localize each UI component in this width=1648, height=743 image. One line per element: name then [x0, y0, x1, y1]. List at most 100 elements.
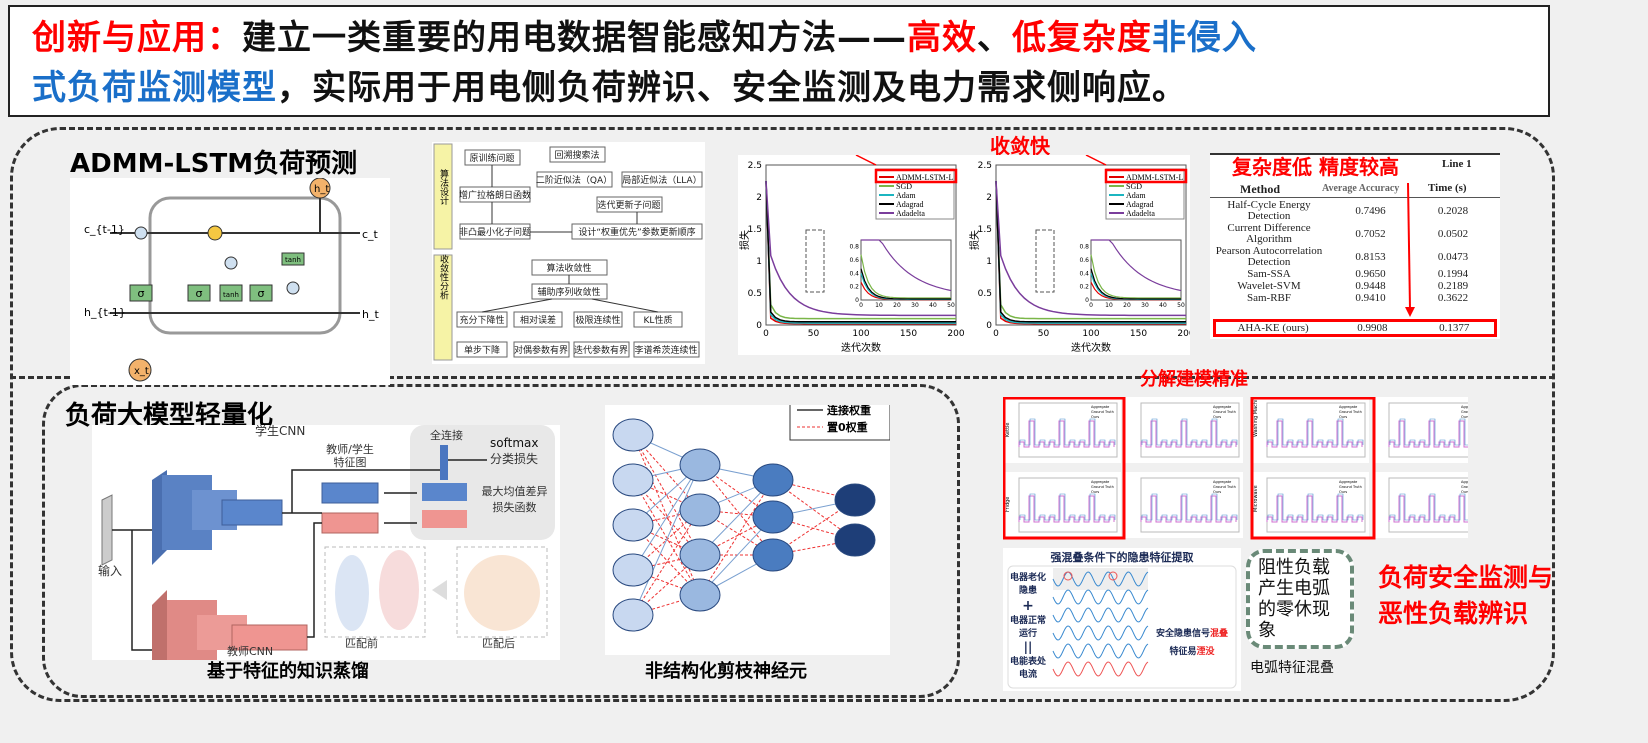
- ground-truth-line: [1388, 420, 1468, 448]
- cls-loss-label: 分类损失: [490, 451, 538, 466]
- series-line-Adagrad: [995, 180, 1186, 323]
- connection: [699, 464, 774, 556]
- nilm-legend-entry: Aggregate: [1461, 480, 1468, 484]
- h-label: h_t: [362, 308, 379, 321]
- neuron: [679, 578, 721, 612]
- flow-node: 单步下降: [464, 344, 500, 356]
- flow-node: 充分下降性: [459, 314, 504, 326]
- before-label: 匹配前: [345, 636, 378, 650]
- connection: [632, 434, 701, 596]
- connection: [632, 464, 701, 571]
- flow-node: KL性质: [644, 314, 673, 326]
- teacher-label: 教师CNN: [227, 645, 273, 658]
- inset-x-tick: 0: [1089, 302, 1093, 309]
- x-label: 迭代次数: [1071, 341, 1111, 354]
- nilm-legend-entry: Ours: [1091, 415, 1099, 419]
- waveform: [1052, 589, 1149, 605]
- c-prev-label: c_{t-1}: [84, 223, 125, 236]
- ground-truth-line: [1018, 420, 1115, 448]
- tanh-gate: tanh: [285, 256, 301, 264]
- y-tick: 2.5: [978, 161, 992, 171]
- highlight-box: [874, 168, 958, 184]
- flow-node: 算法收敛性: [546, 262, 591, 274]
- y-tick: 2: [986, 193, 992, 203]
- zoom-region: [1035, 229, 1055, 293]
- cell: AHA-KE (ours): [1237, 322, 1309, 334]
- cell: 0.1377: [1439, 322, 1470, 334]
- series-line-SGD: [995, 180, 1186, 320]
- legend-zero-weight: 置0权重: [827, 420, 868, 434]
- convergence-annotation: 收敛快: [990, 134, 1050, 158]
- cell: Current Difference Algorithm: [1227, 222, 1311, 245]
- sigma-gate: σ: [258, 287, 265, 300]
- plus-icon: +: [1022, 598, 1034, 614]
- fc-label: 全连接: [430, 428, 463, 442]
- connection: [632, 434, 701, 556]
- normal-label: 电器正常运行: [1009, 616, 1046, 639]
- cell: 0.3622: [1437, 292, 1469, 304]
- nilm-y-label: Microwave: [1253, 485, 1259, 512]
- anomaly-marker: [1108, 571, 1118, 581]
- highlight-box: [1104, 168, 1188, 184]
- zoom-region: [805, 229, 825, 293]
- inset-line: [860, 268, 951, 300]
- input-label: 输入: [98, 563, 122, 578]
- legend-entry: ADMM-LSTM-L: [1126, 173, 1183, 182]
- neuron: [679, 493, 721, 527]
- y-tick: 1.5: [748, 225, 762, 235]
- y-tick: 0: [986, 321, 992, 331]
- legend-entry: Adam: [896, 191, 916, 200]
- neuron: [679, 448, 721, 482]
- cell: 0.9908: [1357, 322, 1388, 334]
- neuron: [679, 538, 721, 572]
- distill-caption: 基于特征的知识蒸馏: [207, 661, 369, 682]
- prediction-line: [1141, 493, 1238, 521]
- flow-node: 原训练问题: [469, 152, 514, 164]
- cell: Wavelet-SVM: [1237, 280, 1301, 292]
- x-tick: 50: [808, 329, 820, 339]
- y-tick: 2: [756, 193, 762, 203]
- waveform: [1052, 625, 1149, 641]
- nilm-legend-entry: Ground Truth: [1091, 485, 1114, 489]
- neuron: [612, 553, 654, 587]
- title-part: 低复杂度: [1012, 18, 1152, 58]
- plot-frame: [995, 164, 1187, 326]
- plot-frame: [765, 164, 957, 326]
- hazard-title: 强混叠条件下的隐患特征提取: [1051, 550, 1194, 564]
- legend-entry: Adadelta: [896, 209, 925, 218]
- connection: [699, 516, 774, 556]
- anomaly-marker: [1063, 571, 1073, 581]
- inset-x-tick: 30: [1141, 302, 1149, 309]
- flow-node: 局部近似法（LLA）: [622, 174, 701, 186]
- cell: 0.0502: [1437, 227, 1469, 240]
- sigma-gate: σ: [138, 287, 145, 300]
- inset-x-tick: 50: [1177, 302, 1185, 309]
- arc-caption: 电弧特征混叠: [1250, 660, 1334, 676]
- nilm-legend-entry: Ground Truth: [1213, 485, 1236, 489]
- nilm-legend-entry: Aggregate: [1461, 405, 1468, 409]
- legend-weight: 连接权重: [827, 405, 871, 417]
- inset-x-tick: 10: [1105, 302, 1113, 309]
- flow-node: 极限连续性: [575, 314, 620, 326]
- inset-x-tick: 10: [875, 302, 883, 309]
- inset-y-tick: 0.2: [1079, 284, 1089, 291]
- hazard-feature-figure: 强混叠条件下的隐患特征提取 电器老化隐患 + 电器正常运行 || 电能表处电流 …: [1003, 548, 1241, 691]
- nilm-legend-entry: Ground Truth: [1339, 410, 1362, 414]
- series-line-SGD: [765, 180, 956, 320]
- lightweight-frame: [42, 384, 960, 698]
- legend-entry: Adadelta: [1126, 209, 1155, 218]
- inset-line: [1091, 239, 1182, 292]
- ground-truth-line: [1266, 495, 1363, 523]
- col-time: Time (s): [1428, 182, 1467, 194]
- convergence-chart: 00.511.522.5050100150200损失迭代次数00.20.40.6…: [968, 155, 1190, 354]
- neuron: [612, 508, 654, 542]
